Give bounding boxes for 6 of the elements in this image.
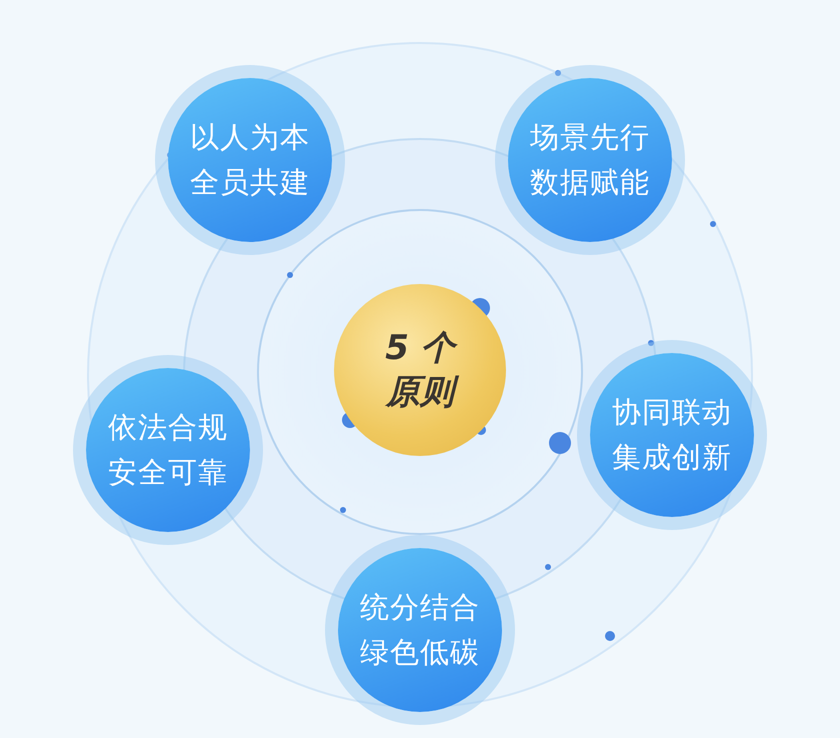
principle-text: 协同联动集成创新 xyxy=(611,394,733,476)
principle-text: 场景先行数据赋能 xyxy=(529,119,651,201)
principle-text: 以人为本全员共建 xyxy=(189,119,311,201)
principle-text: 依法合规安全可靠 xyxy=(107,409,229,491)
center-title: 5 个原则 xyxy=(374,326,466,414)
principle-text: 统分结合绿色低碳 xyxy=(359,589,481,671)
